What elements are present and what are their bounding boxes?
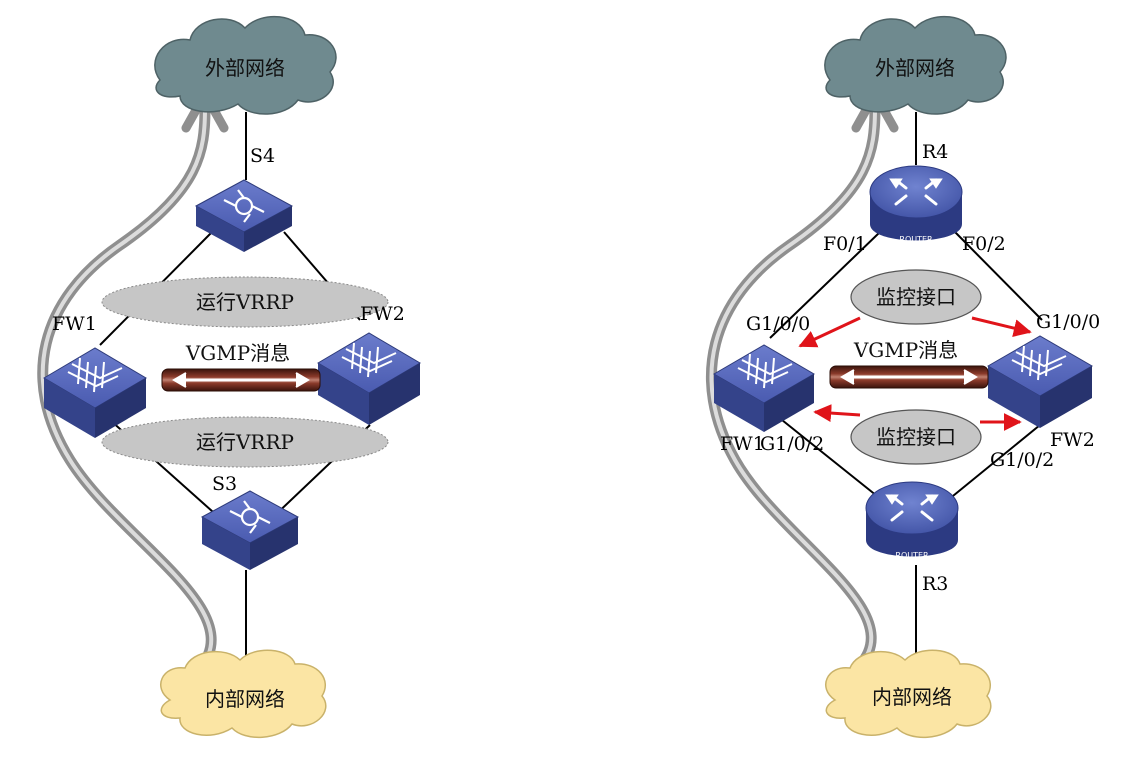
switch-s4: [194, 179, 294, 252]
fw1-top-port: G1/0/0: [746, 313, 810, 335]
internal-cloud-right: 内部网络: [825, 649, 992, 739]
firewall-fw2-right: [986, 335, 1094, 428]
external-cloud-right: 外部网络: [824, 15, 1007, 115]
monitor-ellipse-top: 监控接口: [850, 269, 982, 325]
link-fw2-r3: [947, 424, 1041, 501]
firewall-icon: [67, 357, 123, 393]
left-topology: 外部网络 内部网络 S4 S3: [37, 15, 421, 739]
internal-network-label: 内部网络: [872, 685, 952, 709]
link-r4-fw2: [954, 231, 1043, 321]
router-r4: ROUTER: [869, 165, 963, 244]
red-arrow-fw1-top: [798, 316, 861, 348]
r4-port-f01: F0/1: [823, 233, 867, 255]
internal-network-label: 内部网络: [205, 687, 285, 711]
vgmp-pipe-left: VGMP消息: [161, 341, 321, 392]
firewall-fw1-left: [43, 347, 147, 438]
link-r4-fw1: [769, 231, 881, 339]
fw2-top-port: G1/0/0: [1036, 311, 1100, 333]
vgmp-pipe-right: VGMP消息: [829, 338, 989, 389]
router-arrows-icon: [885, 494, 939, 522]
vrrp-bottom-label: 运行VRRP: [196, 430, 294, 454]
firewall-fw2-left: [317, 332, 421, 425]
r4-port-f02: F0/2: [962, 233, 1006, 255]
s3-label: S3: [212, 473, 237, 495]
firewall-icon: [1011, 345, 1067, 381]
firewall-icon: [737, 353, 793, 389]
vrrp-ellipse-bottom: 运行VRRP: [101, 416, 389, 468]
vgmp-label: VGMP消息: [185, 341, 290, 365]
s4-label: S4: [250, 145, 275, 167]
fw2-bottom-port: G1/0/2: [990, 449, 1054, 471]
r3-label: R3: [922, 573, 948, 595]
external-network-label: 外部网络: [875, 56, 955, 80]
switch-arrows-icon: [229, 500, 271, 534]
right-topology: 外部网络 内部网络 ROUTER R4 F0/1 F0/2: [705, 15, 1100, 739]
red-arrow-fw2-top: [971, 316, 1032, 337]
red-arrow-fw1-bottom: [813, 404, 861, 423]
firewall-icon: [341, 342, 397, 378]
fw1-label: FW1: [52, 313, 97, 335]
monitor-ellipse-bottom: 监控接口: [850, 409, 982, 465]
router-arrows-icon: [889, 178, 943, 206]
external-network-label: 外部网络: [205, 56, 285, 80]
vrrp-ellipse-top: 运行VRRP: [101, 276, 389, 328]
fw2-label: FW2: [360, 303, 405, 325]
router-badge: ROUTER: [899, 235, 933, 244]
vgmp-label: VGMP消息: [853, 338, 958, 362]
firewall-fw1-right: [713, 344, 815, 432]
link-fw1-r3: [781, 419, 883, 501]
monitor-top-label: 监控接口: [876, 285, 956, 309]
r4-label: R4: [922, 141, 948, 163]
external-cloud-left: 外部网络: [154, 15, 337, 115]
switch-s3: [200, 490, 300, 570]
right-links: [769, 112, 1043, 655]
monitor-arrows: [798, 316, 1032, 431]
vrrp-top-label: 运行VRRP: [196, 290, 294, 314]
router-r3: ROUTER: [865, 481, 959, 560]
switch-arrows-icon: [223, 189, 265, 223]
monitor-bottom-label: 监控接口: [876, 425, 956, 449]
fw1-bottom-port: G1/0/2: [760, 433, 824, 455]
fw1-label: FW1: [720, 433, 765, 455]
internal-cloud-left: 内部网络: [160, 649, 327, 739]
router-badge: ROUTER: [895, 551, 929, 560]
fw2-label: FW2: [1050, 429, 1095, 451]
